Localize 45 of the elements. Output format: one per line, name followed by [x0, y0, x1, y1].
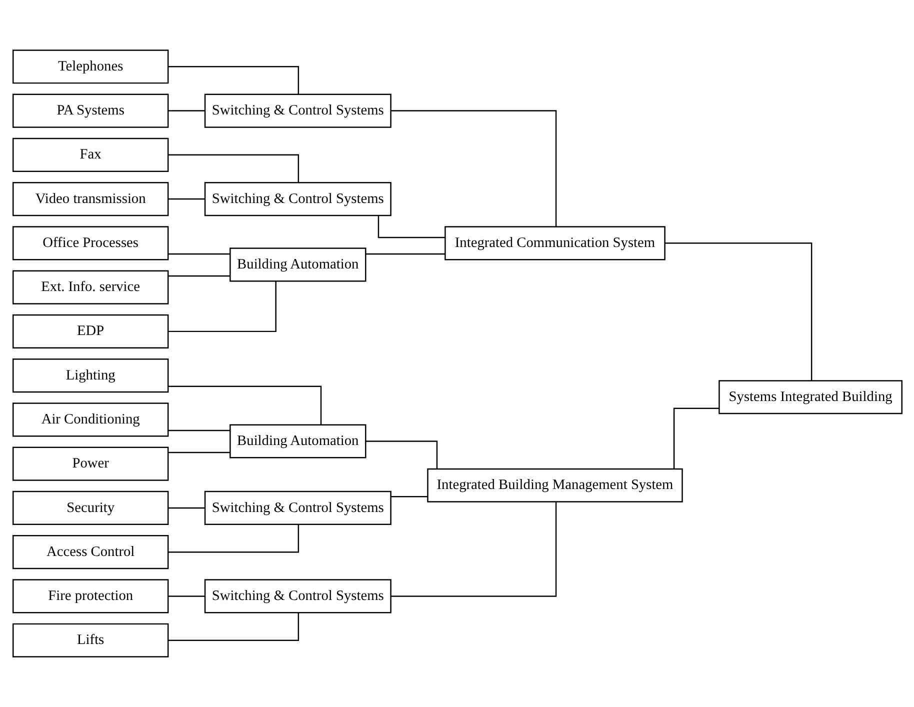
- node-box: Building Automation: [229, 248, 366, 282]
- node-box: Access Control: [12, 535, 168, 570]
- node-box: Building Automation: [229, 424, 366, 458]
- node-box: Power: [12, 446, 168, 481]
- node-box: Switching & Control Systems: [204, 579, 391, 614]
- node-box: Ext. Info. service: [12, 270, 168, 304]
- connector: [390, 496, 428, 498]
- connector: [168, 110, 204, 112]
- connector: [168, 596, 204, 597]
- connector: [672, 408, 719, 469]
- connector: [365, 253, 444, 255]
- node-box: Systems Integrated Building: [718, 380, 902, 414]
- node-box: Integrated Building Management System: [426, 468, 682, 502]
- connector: [168, 430, 230, 432]
- connector: [168, 66, 299, 94]
- connector: [168, 281, 276, 332]
- connector: [168, 524, 299, 553]
- connector: [168, 253, 230, 255]
- connector: [390, 502, 556, 597]
- node-box: Office Processes: [12, 226, 168, 260]
- node-box: Switching & Control Systems: [204, 182, 391, 216]
- connector: [168, 275, 230, 277]
- node-box: Air Conditioning: [12, 402, 168, 437]
- node-box: Telephones: [12, 50, 168, 84]
- node-box: Lifts: [12, 623, 168, 658]
- node-box: EDP: [12, 314, 168, 348]
- connector: [390, 110, 556, 227]
- node-box: Lighting: [12, 358, 168, 393]
- connector: [168, 198, 204, 200]
- node-box: Video transmission: [12, 182, 168, 216]
- node-box: Security: [12, 490, 168, 525]
- connector: [168, 386, 322, 425]
- connector: [377, 216, 444, 238]
- connector: [168, 507, 204, 509]
- node-box: Fax: [12, 138, 168, 172]
- connector: [365, 440, 438, 469]
- node-box: PA Systems: [12, 94, 168, 128]
- node-box: Fire protection: [12, 579, 168, 614]
- node-box: Switching & Control Systems: [204, 94, 391, 128]
- node-box: Switching & Control Systems: [204, 490, 391, 525]
- connector: [168, 154, 299, 183]
- connector: [168, 452, 230, 454]
- connector: [168, 612, 299, 641]
- connector: [664, 242, 812, 381]
- node-box: Integrated Communication System: [444, 226, 665, 260]
